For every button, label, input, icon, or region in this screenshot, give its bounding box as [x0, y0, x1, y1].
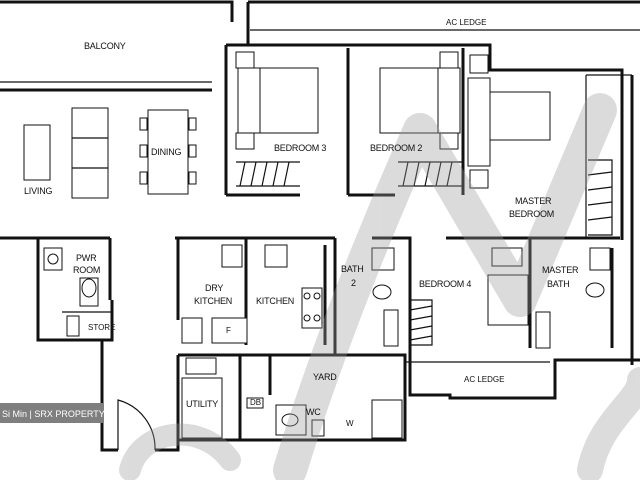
label-master-bedroom-2: BEDROOM [509, 209, 554, 219]
credit-caption: Si Min | SRX PROPERTY [0, 403, 105, 423]
label-pwr-room-2: ROOM [73, 265, 100, 275]
label-dry-kitchen-1: DRY [205, 283, 223, 293]
watermark-strokes [119, 93, 640, 480]
label-living: LIVING [24, 186, 53, 196]
label-master-bath-2: BATH [547, 279, 570, 289]
label-db: DB [250, 398, 261, 407]
label-master-bedroom-1: MASTER [515, 196, 552, 206]
label-master-bath-1: MASTER [542, 265, 579, 275]
label-kitchen: KITCHEN [256, 296, 294, 306]
label-bedroom-4: BEDROOM 4 [419, 279, 471, 289]
label-yard: YARD [313, 372, 337, 382]
label-dining: DINING [151, 147, 181, 157]
label-bath-2-line1: BATH [341, 264, 364, 274]
label-bedroom-3: BEDROOM 3 [274, 143, 326, 153]
label-dry-kitchen-2: KITCHEN [194, 296, 232, 306]
label-wc: WC [306, 407, 321, 417]
label-bedroom-2: BEDROOM 2 [370, 143, 422, 153]
label-balcony: BALCONY [84, 41, 126, 51]
label-pwr-room-1: PWR [76, 253, 97, 263]
label-bath-2-line2: 2 [351, 278, 356, 288]
label-store: STORE [88, 323, 115, 332]
label-ac-ledge-top: AC LEDGE [446, 18, 486, 27]
label-ac-ledge-bottom: AC LEDGE [464, 375, 504, 384]
label-f: F [226, 326, 231, 335]
credit-caption-text: Si Min | SRX PROPERTY [2, 409, 105, 419]
label-utility: UTILITY [186, 399, 218, 409]
room-labels: BALCONY AC LEDGE LIVING DINING BEDROOM 3… [24, 18, 579, 428]
walls [0, 0, 640, 452]
furniture [23, 51, 613, 439]
label-w: W [346, 419, 354, 428]
